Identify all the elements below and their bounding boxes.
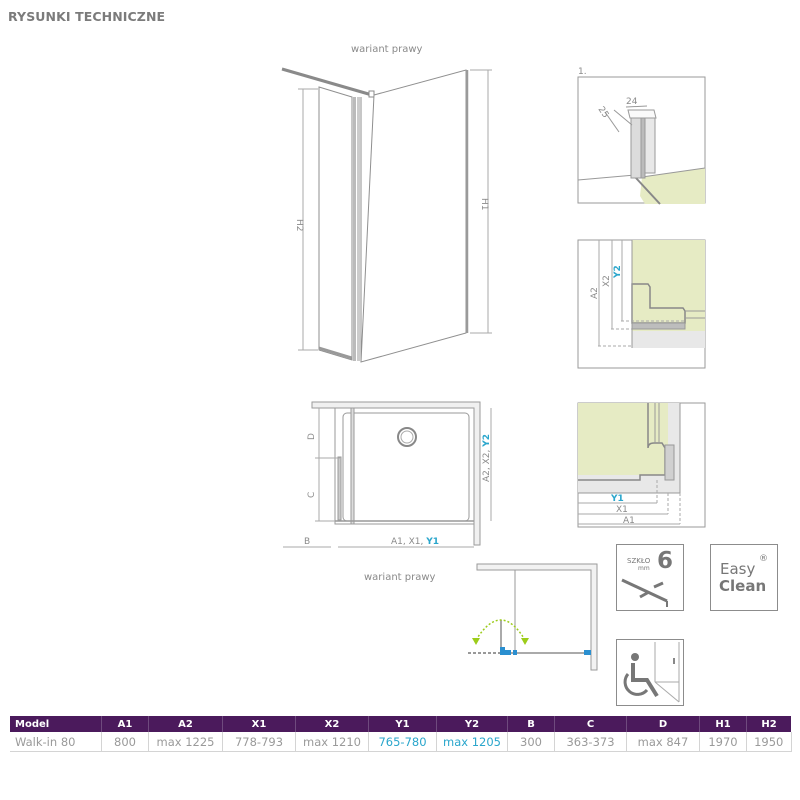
easy-clean-badge: Easy ® Clean xyxy=(710,544,778,611)
cell-c: 363-373 xyxy=(554,732,627,752)
plan-view-drawing xyxy=(283,401,492,548)
glass-6mm-badge: SZKŁO mm 6 xyxy=(616,544,684,611)
cell-y1: 765-780 xyxy=(368,732,437,752)
y1-label: Y1 xyxy=(610,494,624,504)
width-label: A1, X1, Y1 xyxy=(391,537,439,547)
detail-3-drawing xyxy=(577,402,706,528)
col-b: B xyxy=(507,716,555,732)
accessible-badge xyxy=(616,639,684,706)
table-row: Walk-in 80 800 max 1225 778-793 max 1210… xyxy=(10,732,792,752)
detail-1-number: 1. xyxy=(578,67,587,77)
glass-badge-line2: mm xyxy=(638,565,650,572)
col-a2: A2 xyxy=(148,716,223,732)
width-label-highlight: Y1 xyxy=(425,537,439,547)
a1-label: A1 xyxy=(623,516,635,526)
perspective-drawing xyxy=(281,67,492,363)
y2-label: Y2 xyxy=(613,265,623,279)
d-label: D xyxy=(307,433,317,440)
cell-b: 300 xyxy=(507,732,555,752)
cell-x2: max 1210 xyxy=(295,732,369,752)
cell-model: Walk-in 80 xyxy=(10,732,102,752)
a2-label: A2 xyxy=(590,287,600,299)
col-x2: X2 xyxy=(295,716,369,732)
col-y2: Y2 xyxy=(436,716,508,732)
width-label-text: A1, X1, xyxy=(391,537,426,547)
cell-y2: max 1205 xyxy=(436,732,508,752)
col-d: D xyxy=(626,716,700,732)
easy-clean-line1: Easy xyxy=(720,560,756,578)
detail-1-drawing xyxy=(577,76,706,205)
perspective-caption: wariant prawy xyxy=(351,44,423,55)
col-h2: H2 xyxy=(746,716,791,732)
cell-h1: 1970 xyxy=(699,732,747,752)
easy-clean-line2: Clean xyxy=(719,577,767,595)
technical-drawings: H2 H1 D C B A1, X1, Y1 A2, X2, Y2 xyxy=(281,67,706,671)
registered-mark: ® xyxy=(759,554,768,564)
col-a1: A1 xyxy=(101,716,149,732)
glass-badge-line1: SZKŁO xyxy=(627,557,651,565)
col-model: Model xyxy=(10,716,102,732)
detail-2-drawing xyxy=(577,239,706,369)
depth-label-highlight: Y2 xyxy=(482,434,492,448)
b-label: B xyxy=(304,537,310,547)
cell-x1: 778-793 xyxy=(222,732,296,752)
col-h1: H1 xyxy=(699,716,747,732)
depth-label: A2, X2, Y2 xyxy=(482,434,492,482)
c-label: C xyxy=(307,492,317,498)
spec-table: Model A1 A2 X1 X2 Y1 Y2 B C D H1 H2 Walk… xyxy=(10,716,792,752)
cell-a2: max 1225 xyxy=(148,732,223,752)
spec-table-header: Model A1 A2 X1 X2 Y1 Y2 B C D H1 H2 xyxy=(10,716,791,732)
x2-label: X2 xyxy=(602,275,612,287)
col-x1: X1 xyxy=(222,716,296,732)
door-swing-drawing xyxy=(468,563,598,671)
door-swing-caption: wariant prawy xyxy=(364,572,436,583)
wheelchair-icon xyxy=(623,642,680,703)
glass-pane-icon xyxy=(621,578,668,607)
section-title: RYSUNKI TECHNICZNE xyxy=(8,9,166,24)
h1-label: H1 xyxy=(479,198,489,211)
glass-badge-value: 6 xyxy=(657,548,674,574)
cell-d: max 847 xyxy=(626,732,700,752)
cell-a1: 800 xyxy=(101,732,149,752)
depth-label-text: A2, X2, xyxy=(482,447,492,482)
h2-label: H2 xyxy=(294,219,304,232)
x1-label: X1 xyxy=(616,505,628,515)
col-y1: Y1 xyxy=(368,716,437,732)
cell-h2: 1950 xyxy=(746,732,792,752)
col-c: C xyxy=(554,716,627,732)
detail-1-dim-b: 24 xyxy=(626,97,638,107)
